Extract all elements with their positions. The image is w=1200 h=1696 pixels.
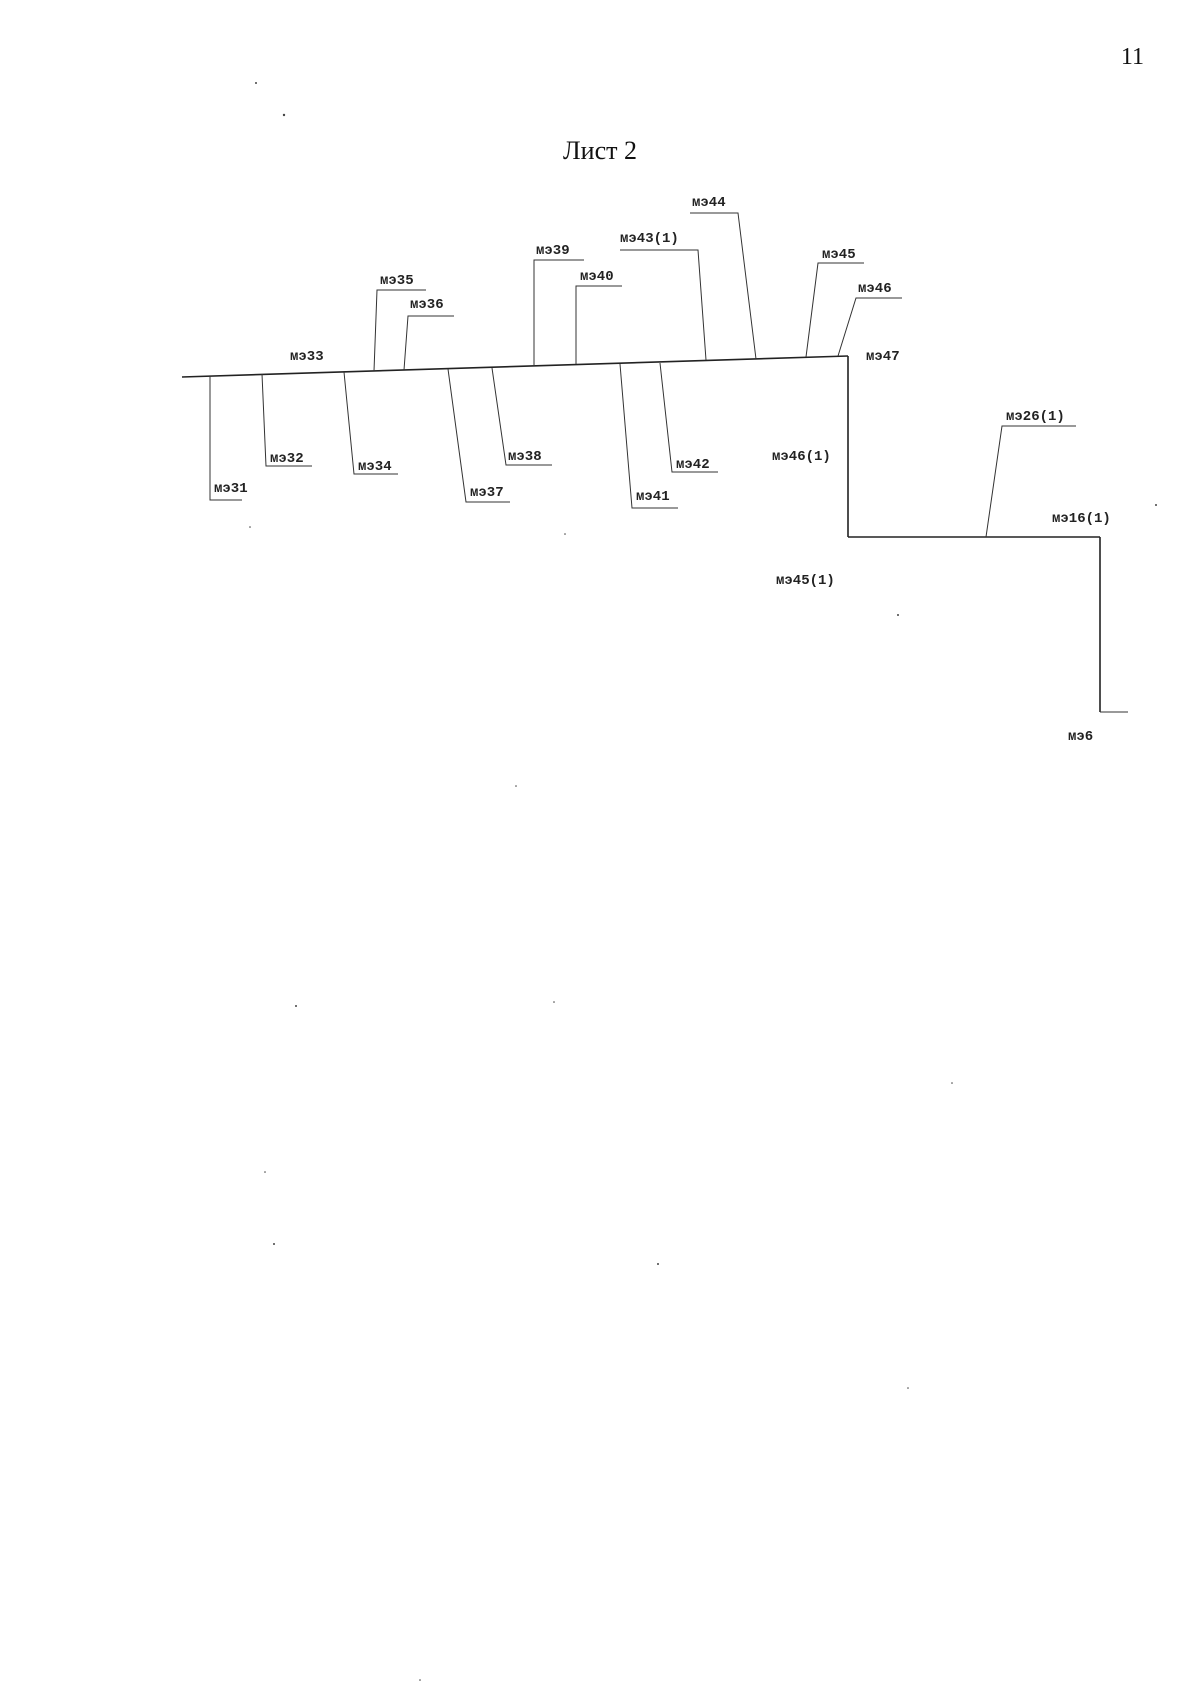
label-ms44: мэ44 (692, 195, 726, 211)
branch-ms35 (373, 289, 426, 372)
scan-speck (564, 533, 566, 535)
branch-ms32 (261, 373, 312, 467)
branch-ms41 (619, 363, 678, 509)
label-ms35: мэ35 (380, 273, 414, 289)
branch-ms36 (403, 315, 454, 371)
scan-speck (264, 1171, 266, 1173)
label-ms39: мэ39 (536, 243, 570, 259)
branch-ms31 (209, 376, 242, 501)
branch-ms40 (575, 285, 622, 364)
label-ms47: мэ47 (866, 349, 900, 365)
label-ms43-1: мэ43(1) (620, 231, 679, 247)
label-ms26-1: мэ26(1) (1006, 409, 1065, 425)
branch-ms34 (343, 371, 398, 475)
scan-speck (249, 526, 251, 528)
scan-speck (897, 614, 899, 616)
scan-speck (282, 113, 286, 117)
branch-ms46 (837, 297, 902, 357)
label-ms32: мэ32 (270, 451, 304, 467)
scan-speck (1155, 504, 1157, 506)
sheet-title: Лист 2 (563, 136, 637, 165)
label-ms45: мэ45 (822, 247, 856, 263)
main-trunk-line (181, 355, 849, 378)
scan-speck (273, 1243, 275, 1245)
label-ms37: мэ37 (470, 485, 504, 501)
branch-ms43-1 (620, 249, 707, 361)
branch-ms38 (491, 367, 552, 466)
scan-speck (553, 1001, 555, 1003)
label-ms46: мэ46 (858, 281, 892, 297)
page-number: 11 (1120, 44, 1144, 70)
label-ms40: мэ40 (580, 269, 614, 285)
label-ms42: мэ42 (676, 457, 710, 473)
scan-speck (255, 82, 257, 84)
branch-ms44 (690, 212, 757, 360)
branch-ms45 (805, 262, 864, 358)
label-ms45-1: мэ45(1) (776, 573, 835, 589)
scan-speck (951, 1082, 953, 1084)
label-ms6: мэ6 (1068, 729, 1093, 745)
label-ms34: мэ34 (358, 459, 392, 475)
scan-speck (295, 1005, 297, 1007)
label-ms41: мэ41 (636, 489, 670, 505)
label-ms36: мэ36 (410, 297, 444, 313)
scan-speck (419, 1679, 421, 1681)
scan-speck (907, 1387, 909, 1389)
scan-speck (657, 1263, 659, 1265)
scan-speck (515, 785, 517, 787)
label-ms38: мэ38 (508, 449, 542, 465)
branch-ms39 (533, 259, 584, 366)
label-ms33: мэ33 (290, 349, 324, 365)
label-ms16-1: мэ16(1) (1052, 511, 1111, 527)
label-ms46-1: мэ46(1) (772, 449, 831, 465)
branch-ms26-1 (985, 425, 1076, 538)
branch-ms37 (447, 368, 510, 503)
branch-ms42 (659, 362, 718, 473)
label-ms31: мэ31 (214, 481, 248, 497)
